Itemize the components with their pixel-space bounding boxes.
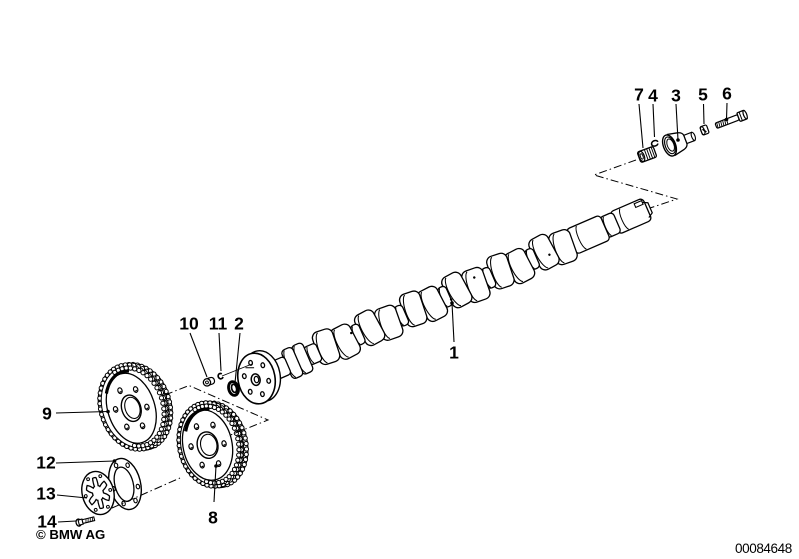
- svg-text:00084648: 00084648: [735, 541, 792, 556]
- svg-text:4: 4: [648, 85, 658, 105]
- svg-text:9: 9: [42, 403, 52, 423]
- svg-text:12: 12: [36, 452, 56, 472]
- svg-text:8: 8: [208, 507, 218, 527]
- svg-text:11: 11: [209, 313, 228, 333]
- svg-text:10: 10: [179, 313, 199, 333]
- svg-text:1: 1: [449, 342, 459, 362]
- svg-text:2: 2: [234, 313, 244, 333]
- svg-text:3: 3: [671, 85, 681, 105]
- svg-text:14: 14: [37, 511, 57, 531]
- svg-text:© BMW AG: © BMW AG: [36, 527, 105, 542]
- svg-text:6: 6: [722, 83, 732, 103]
- svg-text:7: 7: [634, 84, 644, 104]
- svg-text:5: 5: [698, 84, 708, 104]
- svg-text:13: 13: [36, 483, 56, 503]
